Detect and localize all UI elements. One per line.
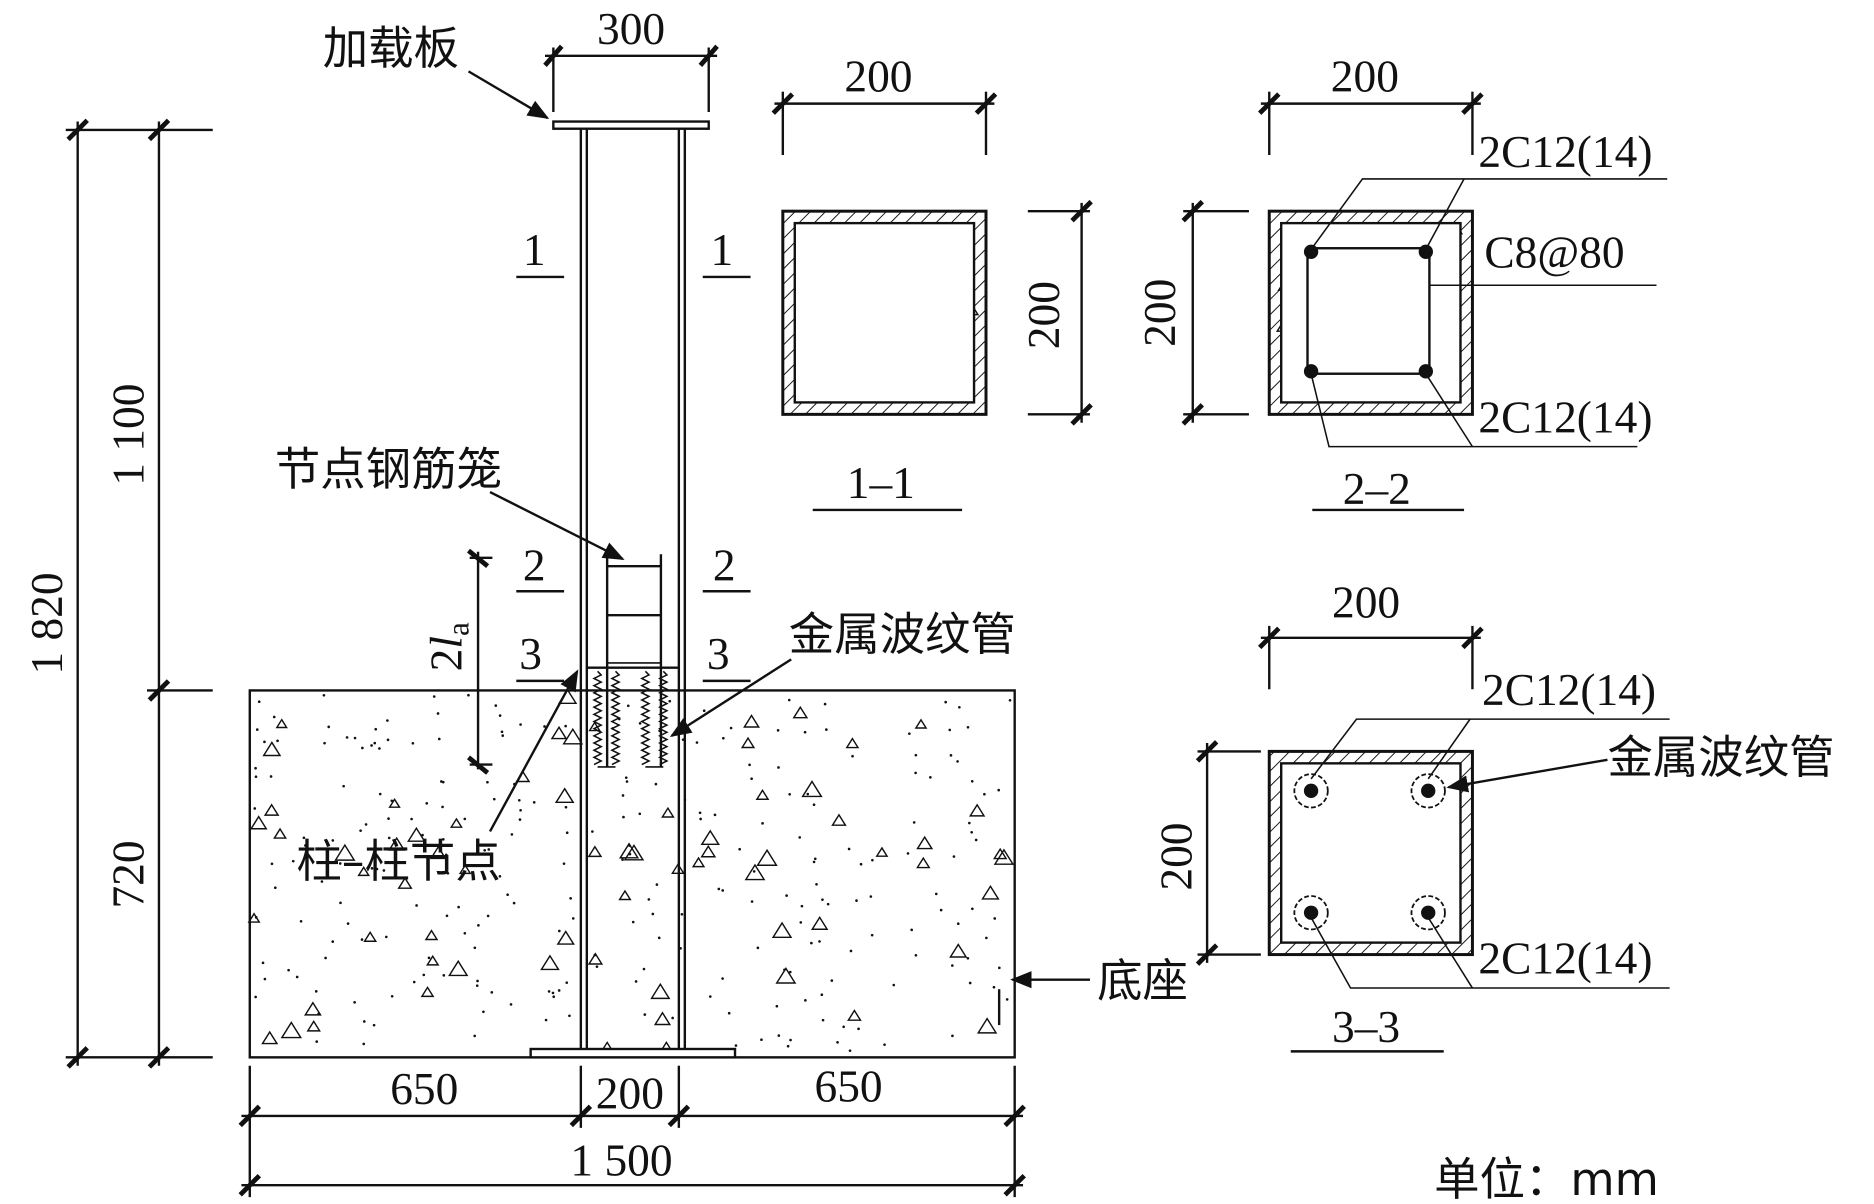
cut2-left: 2: [523, 540, 546, 590]
s2-name: 2–2: [1343, 464, 1411, 514]
label-loading-plate: 加载板: [323, 22, 459, 75]
cut3-right: 3: [707, 629, 730, 679]
label-base: 底座: [1097, 954, 1188, 1007]
column: [579, 128, 687, 1049]
dim-lower: 720: [103, 840, 153, 908]
s1-name: 1–1: [847, 458, 915, 508]
horizontal-dimensions: 650 200 650 1 500: [238, 1062, 1026, 1198]
dim-anchor: 2la: [421, 622, 475, 671]
cut1-left: 1: [523, 225, 546, 275]
cut1-right: 1: [711, 225, 734, 275]
s3-width: 200: [1332, 578, 1400, 628]
dim-base: 1 500: [570, 1136, 672, 1186]
label-pipe: 金属波纹管: [789, 608, 1016, 661]
s3-bottom-bars: 2C12(14): [1478, 934, 1652, 984]
dim-total: 1 820: [22, 572, 72, 674]
s1-height: 200: [1019, 281, 1069, 349]
section-3-3: 200 200 2C12(14) 金属波纹管 2C12(14) 3–3: [1152, 578, 1835, 1053]
unit-label: 单位：mm: [1434, 1153, 1659, 1204]
dim-right: 650: [815, 1062, 883, 1112]
section-cuts: 1 1 2 2 3 3: [516, 225, 751, 683]
cut3-left: 3: [519, 629, 542, 679]
s3-pipe-label: 金属波纹管: [1607, 731, 1834, 784]
dim-upper: 1 100: [103, 384, 153, 486]
s2-top-bars: 2C12(14): [1478, 127, 1652, 177]
dim-left: 650: [390, 1064, 458, 1114]
label-cage: 节点钢筋笼: [275, 443, 502, 496]
s2-width: 200: [1331, 52, 1399, 102]
anchor-length-dim: 2la: [421, 548, 493, 775]
s3-height: 200: [1152, 823, 1202, 891]
section-1-1: 200 200 1–1: [771, 52, 1093, 512]
dim-plate: 300: [597, 4, 665, 54]
vertical-dimensions: 1 820 1 100 720: [22, 118, 213, 1069]
s3-top-bars: 2C12(14): [1482, 665, 1656, 715]
rebar-cage: [586, 554, 679, 768]
s2-height: 200: [1135, 279, 1185, 347]
cut2-right: 2: [713, 540, 736, 590]
corrugated-pipes: [592, 667, 669, 768]
loading-plate: 300 加载板: [323, 4, 719, 130]
s1-width: 200: [844, 52, 912, 102]
s2-bottom-bars: 2C12(14): [1478, 392, 1652, 442]
s3-name: 3–3: [1332, 1002, 1400, 1052]
section-2-2: 200 200 2C12(14) C8@80 2C12(14) 2–2: [1135, 52, 1668, 514]
label-joint: 柱–柱节点: [296, 835, 500, 888]
dim-col: 200: [596, 1069, 664, 1119]
callouts: 节点钢筋笼 金属波纹管 柱–柱节点 底座: [275, 443, 1188, 1026]
s2-stirrup: C8@80: [1484, 227, 1624, 277]
bottom-plate: [529, 1047, 737, 1059]
